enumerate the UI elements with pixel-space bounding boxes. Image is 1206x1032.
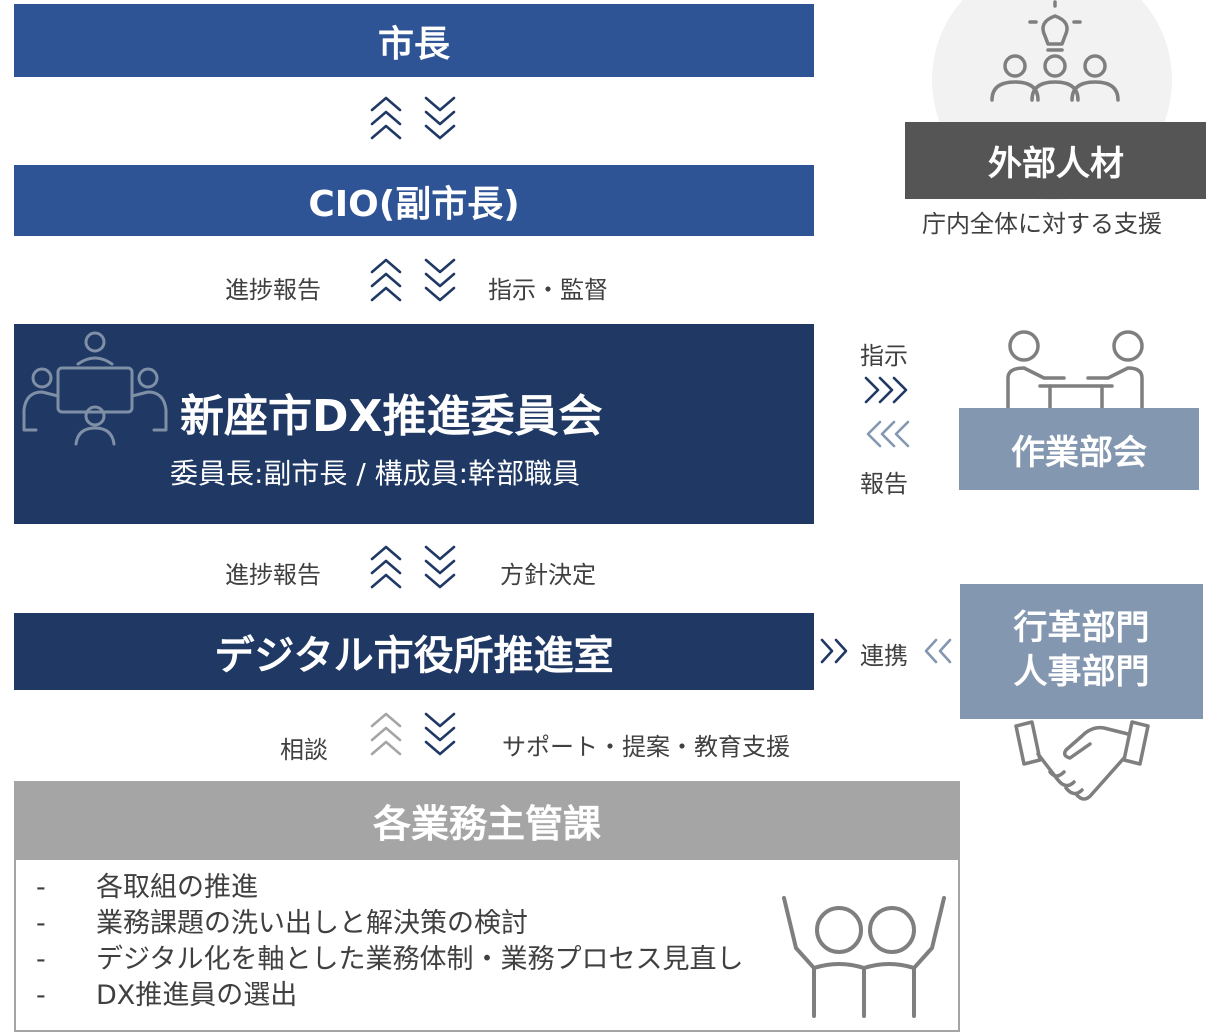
external-caption: 庁内全体に対する支援 xyxy=(922,210,1162,238)
divisions-header: 各業務主管課 xyxy=(14,781,960,860)
left-chevrons-icon xyxy=(866,420,910,448)
cio-label: CIO(副市長) xyxy=(308,183,520,225)
divisions-title: 各業務主管課 xyxy=(372,802,601,846)
committee-box: 新座市DX推進委員会 委員長:副市長 / 構成員:幹部職員 xyxy=(14,324,814,524)
office-box: デジタル市役所推進室 xyxy=(14,613,814,690)
divisions-body: -各取組の推進 -業務課題の洗い出しと解決策の検討 -デジタル化を軸とした業務体… xyxy=(14,860,960,1032)
instruct-label: 指示 xyxy=(860,342,908,370)
admin-reform-line1: 行革部門 xyxy=(1013,608,1150,648)
link-label: 連携 xyxy=(860,642,908,670)
flow-down-label: 方針決定 xyxy=(500,561,596,589)
cio-box: CIO(副市長) xyxy=(14,165,814,236)
list-item: -各取組の推進 xyxy=(36,872,258,903)
meeting-table-icon xyxy=(22,331,168,446)
two-people-desk-icon xyxy=(1006,330,1144,412)
flow-up-label: 相談 xyxy=(280,736,328,764)
left-chevrons-icon xyxy=(924,638,952,664)
committee-title: 新座市DX推進委員会 xyxy=(180,391,603,442)
up-down-chevrons-icon xyxy=(370,545,456,589)
up-down-chevrons-icon xyxy=(370,96,456,140)
list-item: -業務課題の洗い出しと解決策の検討 xyxy=(36,908,528,939)
mayor-label: 市長 xyxy=(377,23,450,65)
flow-down-label: サポート・提案・教育支援 xyxy=(502,733,790,761)
up-down-chevrons-icon xyxy=(370,258,456,302)
external-label: 外部人材 xyxy=(988,144,1124,184)
flow-up-label: 進捗報告 xyxy=(225,276,321,304)
lightbulb-people-icon xyxy=(990,0,1120,102)
committee-subtitle: 委員長:副市長 / 構成員:幹部職員 xyxy=(170,457,581,490)
up-down-chevrons-icon xyxy=(370,712,456,756)
mayor-box: 市長 xyxy=(14,4,814,77)
flow-up-label: 進捗報告 xyxy=(225,561,321,589)
list-item: -DX推進員の選出 xyxy=(36,980,298,1011)
external-box: 外部人材 xyxy=(905,122,1206,199)
right-chevrons-icon xyxy=(864,376,908,404)
admin-reform-line2: 人事部門 xyxy=(1013,652,1150,692)
report-label: 報告 xyxy=(860,470,908,498)
working-group-label: 作業部会 xyxy=(1011,432,1147,473)
office-label: デジタル市役所推進室 xyxy=(214,632,614,679)
admin-reform-box: 行革部門 人事部門 xyxy=(960,584,1203,719)
right-chevrons-icon xyxy=(820,638,848,664)
handshake-icon xyxy=(1014,720,1150,801)
celebrating-people-icon xyxy=(782,896,946,1018)
divisions-list: -各取組の推進 -業務課題の洗い出しと解決策の検討 -デジタル化を軸とした業務体… xyxy=(36,870,743,1014)
working-group-box: 作業部会 xyxy=(959,408,1199,490)
list-item: -デジタル化を軸とした業務体制・業務プロセス見直し xyxy=(36,944,744,975)
flow-down-label: 指示・監督 xyxy=(488,276,608,304)
